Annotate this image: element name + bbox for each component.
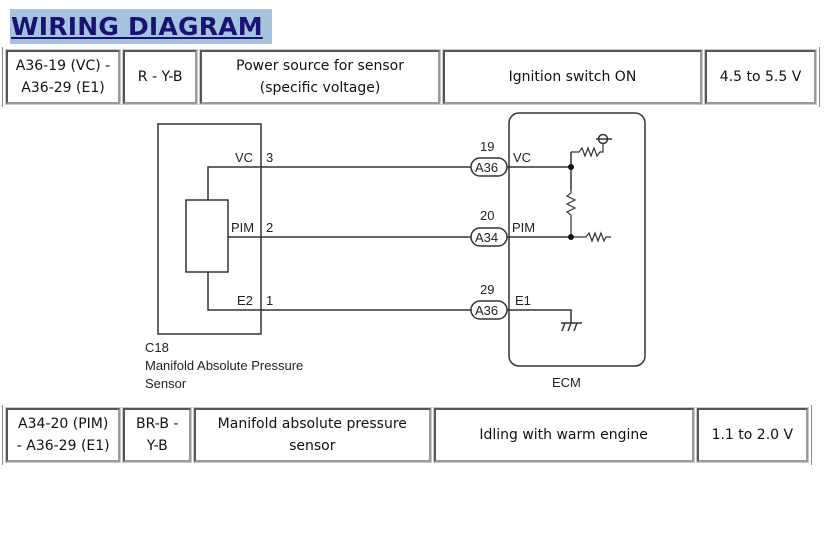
description-cell: Power source for sensor (specific voltag… [200,50,440,104]
connector-a34-20 [470,227,508,247]
wire-color-line: Y-B [146,438,168,454]
ground-hatch [573,322,578,332]
sensor-connector-code: C18 [145,340,169,355]
junction-dot [568,164,574,170]
ecm-pin-label: PIM [512,220,535,235]
sensor-pin-number: 3 [266,150,273,165]
wire-e2 [207,272,471,311]
condition-cell: Ignition switch ON [442,50,703,104]
wire-vc [207,166,471,200]
sensor-pin-number: 1 [266,293,273,308]
table-row: A36-19 (VC) - A36-29 (E1) R - Y-B Power … [6,50,816,104]
input-resistor [571,231,611,243]
ecm-pin-number: 20 [480,208,494,223]
sensor-pin-label: PIM [231,220,254,235]
wire-color-cell: R - Y-B [123,50,198,104]
sensor-pin-label: VC [235,150,253,165]
ecm-wire-e1 [507,309,572,323]
terminal-line: A36-29 (E1) [21,80,105,96]
ecm-outline [508,112,646,367]
ecm-connector-label: A36 [475,160,498,175]
description-line: sensor [289,438,336,454]
page-title-highlight: WIRING DIAGRAM [10,9,272,44]
specified-value-cell: 1.1 to 2.0 V [696,408,808,462]
terminal-line: - A36-29 (E1) [16,438,110,454]
terminal-cell: A34-20 (PIM) - A36-29 (E1) [6,408,121,462]
sensor-name-line: Sensor [145,376,187,391]
table-row: A34-20 (PIM) - A36-29 (E1) BR-B - Y-B Ma… [6,408,808,462]
connector-a36-29 [470,300,508,320]
sensor-pin-number: 2 [266,220,273,235]
junction-dot [568,234,574,240]
ecm-pin-number: 29 [480,282,494,297]
supply-resistor [571,143,604,158]
sensor-name-line: Manifold Absolute Pressure [145,358,303,373]
sensor-outline [157,123,262,335]
connector-a36-19 [470,157,508,177]
ecm-connector-label: A36 [475,303,498,318]
condition-cell: Idling with warm engine [433,408,694,462]
description-cell: Manifold absolute pressure sensor [194,408,431,462]
ecm-name: ECM [552,375,581,390]
ecm-pin-number: 19 [480,139,494,154]
description-line: (specific voltage) [259,80,381,96]
terminal-line: A36-19 (VC) - [15,58,111,74]
ecm-connector-label: A34 [475,230,498,245]
terminal-cell: A36-19 (VC) - A36-29 (E1) [6,50,120,104]
ground-hatch [561,322,566,332]
ground-hatch [567,322,572,332]
description-line: Power source for sensor [236,58,404,74]
pullup-resistor [565,190,577,237]
page-title[interactable]: WIRING DIAGRAM [11,12,263,41]
ecm-pin-label: E1 [515,293,531,308]
sensing-element [185,199,229,273]
description-line: Manifold absolute pressure [217,416,407,432]
spec-table-row-2: A34-20 (PIM) - A36-29 (E1) BR-B - Y-B Ma… [2,405,812,465]
spec-table-row-1: A36-19 (VC) - A36-29 (E1) R - Y-B Power … [2,47,820,107]
wire-color-line: BR-B - [136,416,179,432]
sensor-pin-label: E2 [237,293,253,308]
specified-value-cell: 4.5 to 5.5 V [705,50,816,104]
ecm-pin-label: VC [513,150,531,165]
terminal-line: A34-20 (PIM) [18,416,109,432]
power-supply-terminal [597,133,609,145]
wire-color-line: R - Y-B [137,69,183,85]
wire-color-cell: BR-B - Y-B [123,408,192,462]
